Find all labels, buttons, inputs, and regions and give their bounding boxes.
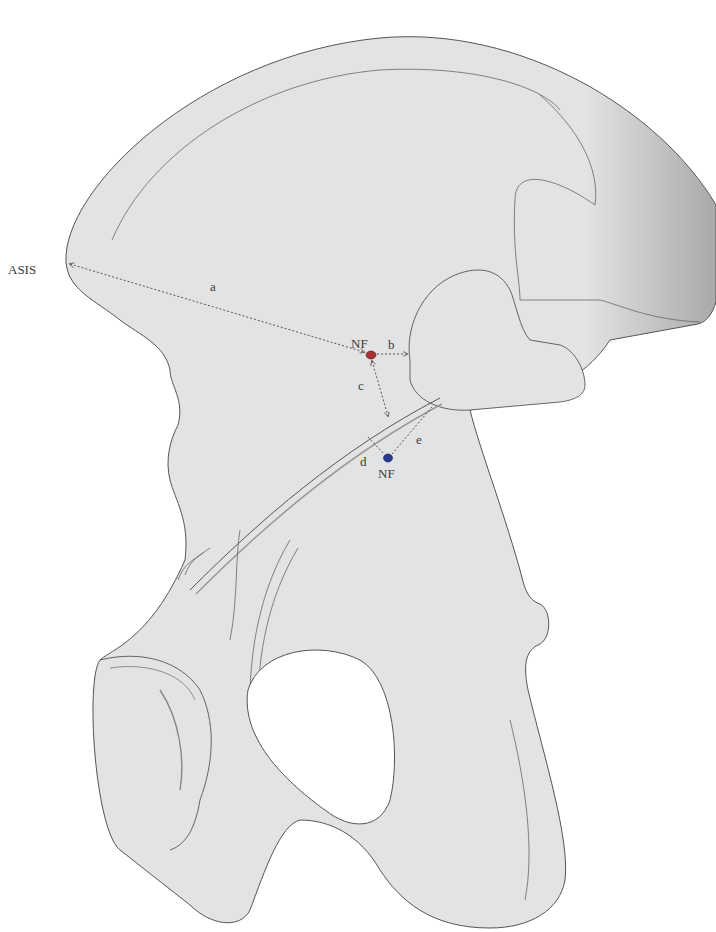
foramen-label: NF xyxy=(351,336,368,351)
landmark-label: ASIS xyxy=(8,262,36,277)
dimension-label: b xyxy=(388,337,395,352)
foramen-dot xyxy=(366,351,376,359)
dimension-label: d xyxy=(360,454,367,469)
dimension-label: e xyxy=(416,432,422,447)
dimension-label: c xyxy=(358,378,364,393)
dimension-label: a xyxy=(210,279,216,294)
foramen-dot xyxy=(384,454,393,462)
foramen-label: NF xyxy=(378,466,395,481)
